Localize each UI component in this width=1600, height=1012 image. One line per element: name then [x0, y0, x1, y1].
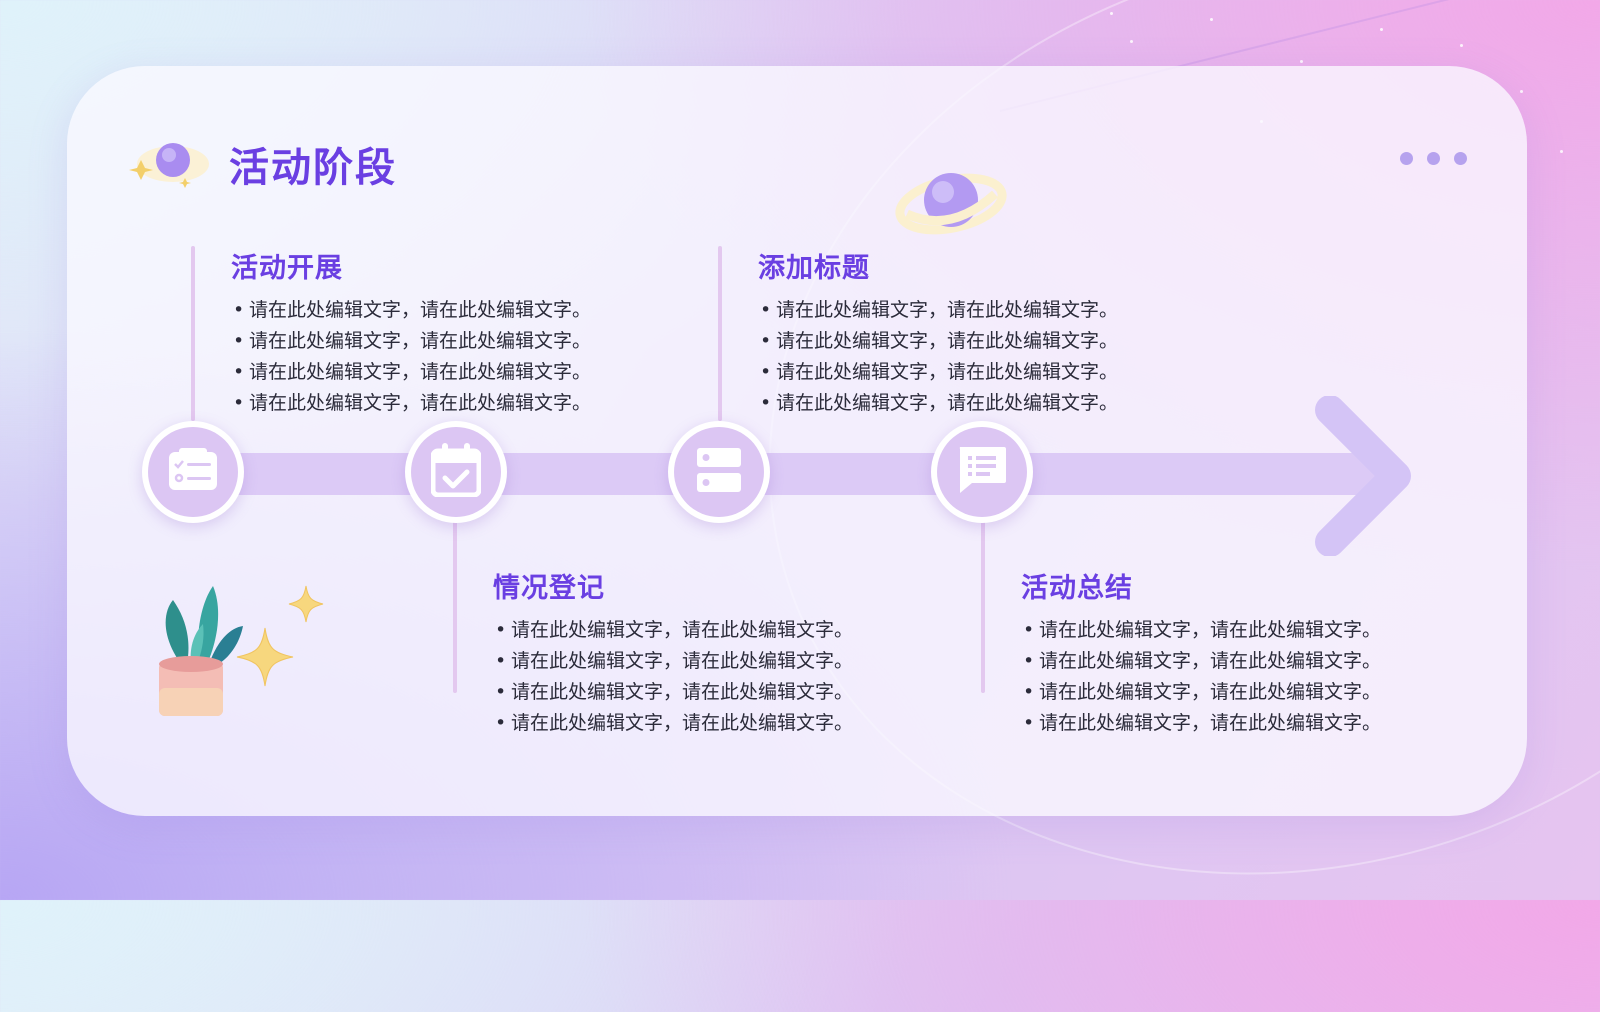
title-row: 活动阶段: [127, 134, 397, 194]
potted-plant-icon: [151, 576, 261, 721]
stage-block-2: 情况登记 请在此处编辑文字，请在此处编辑文字。 请在此处编辑文字，请在此处编辑文…: [493, 566, 933, 739]
connector-line: [191, 246, 195, 421]
page-title: 活动阶段: [229, 146, 397, 190]
stage-block-3: 添加标题 请在此处编辑文字，请在此处编辑文字。 请在此处编辑文字，请在此处编辑文…: [758, 246, 1198, 419]
list-item: 请在此处编辑文字，请在此处编辑文字。: [758, 295, 1198, 326]
connector-line: [453, 521, 457, 693]
stage-title: 添加标题: [758, 253, 870, 283]
stage-title: 活动总结: [1021, 573, 1133, 603]
stage-list: 请在此处编辑文字，请在此处编辑文字。 请在此处编辑文字，请在此处编辑文字。 请在…: [493, 615, 933, 739]
list-item: 请在此处编辑文字，请在此处编辑文字。: [1021, 708, 1461, 739]
stage-block-1: 活动开展 请在此处编辑文字，请在此处编辑文字。 请在此处编辑文字，请在此处编辑文…: [231, 246, 671, 419]
timeline-track: [192, 453, 1392, 495]
sparkle-icon: [235, 626, 295, 692]
list-item: 请在此处编辑文字，请在此处编辑文字。: [758, 357, 1198, 388]
list-item: 请在此处编辑文字，请在此处编辑文字。: [231, 326, 671, 357]
stage-node-2[interactable]: [405, 421, 507, 523]
chat-list-icon: [956, 445, 1008, 499]
stage-node-4[interactable]: [931, 421, 1033, 523]
timeline-card: 活动阶段: [67, 66, 1527, 816]
list-item: 请在此处编辑文字，请在此处编辑文字。: [1021, 646, 1461, 677]
stage-title: 活动开展: [231, 253, 343, 283]
connector-line: [981, 521, 985, 693]
sparkle-icon: [287, 584, 325, 628]
list-item: 请在此处编辑文字，请在此处编辑文字。: [758, 326, 1198, 357]
list-item: 请在此处编辑文字，请在此处编辑文字。: [493, 677, 933, 708]
server-list-icon: [695, 446, 743, 498]
stage-block-4: 活动总结 请在此处编辑文字，请在此处编辑文字。 请在此处编辑文字，请在此处编辑文…: [1021, 566, 1461, 739]
list-item: 请在此处编辑文字，请在此处编辑文字。: [231, 357, 671, 388]
connector-line: [718, 246, 722, 421]
checklist-icon: [167, 448, 219, 496]
planet-decoration-icon: [895, 164, 1007, 240]
list-item: 请在此处编辑文字，请在此处编辑文字。: [231, 295, 671, 326]
list-item: 请在此处编辑文字，请在此处编辑文字。: [231, 388, 671, 419]
calendar-check-icon: [430, 443, 482, 501]
list-item: 请在此处编辑文字，请在此处编辑文字。: [1021, 677, 1461, 708]
timeline-arrow-icon: [1310, 395, 1430, 557]
stage-list: 请在此处编辑文字，请在此处编辑文字。 请在此处编辑文字，请在此处编辑文字。 请在…: [231, 295, 671, 419]
stage-node-3[interactable]: [668, 421, 770, 523]
list-item: 请在此处编辑文字，请在此处编辑文字。: [493, 708, 933, 739]
list-item: 请在此处编辑文字，请在此处编辑文字。: [493, 615, 933, 646]
list-item: 请在此处编辑文字，请在此处编辑文字。: [493, 646, 933, 677]
more-options-icon[interactable]: [1400, 152, 1467, 165]
stage-node-1[interactable]: [142, 421, 244, 523]
stage-list: 请在此处编辑文字，请在此处编辑文字。 请在此处编辑文字，请在此处编辑文字。 请在…: [1021, 615, 1461, 739]
planet-logo-icon: [127, 134, 215, 194]
stage-title: 情况登记: [493, 573, 605, 603]
stage-list: 请在此处编辑文字，请在此处编辑文字。 请在此处编辑文字，请在此处编辑文字。 请在…: [758, 295, 1198, 419]
list-item: 请在此处编辑文字，请在此处编辑文字。: [1021, 615, 1461, 646]
list-item: 请在此处编辑文字，请在此处编辑文字。: [758, 388, 1198, 419]
